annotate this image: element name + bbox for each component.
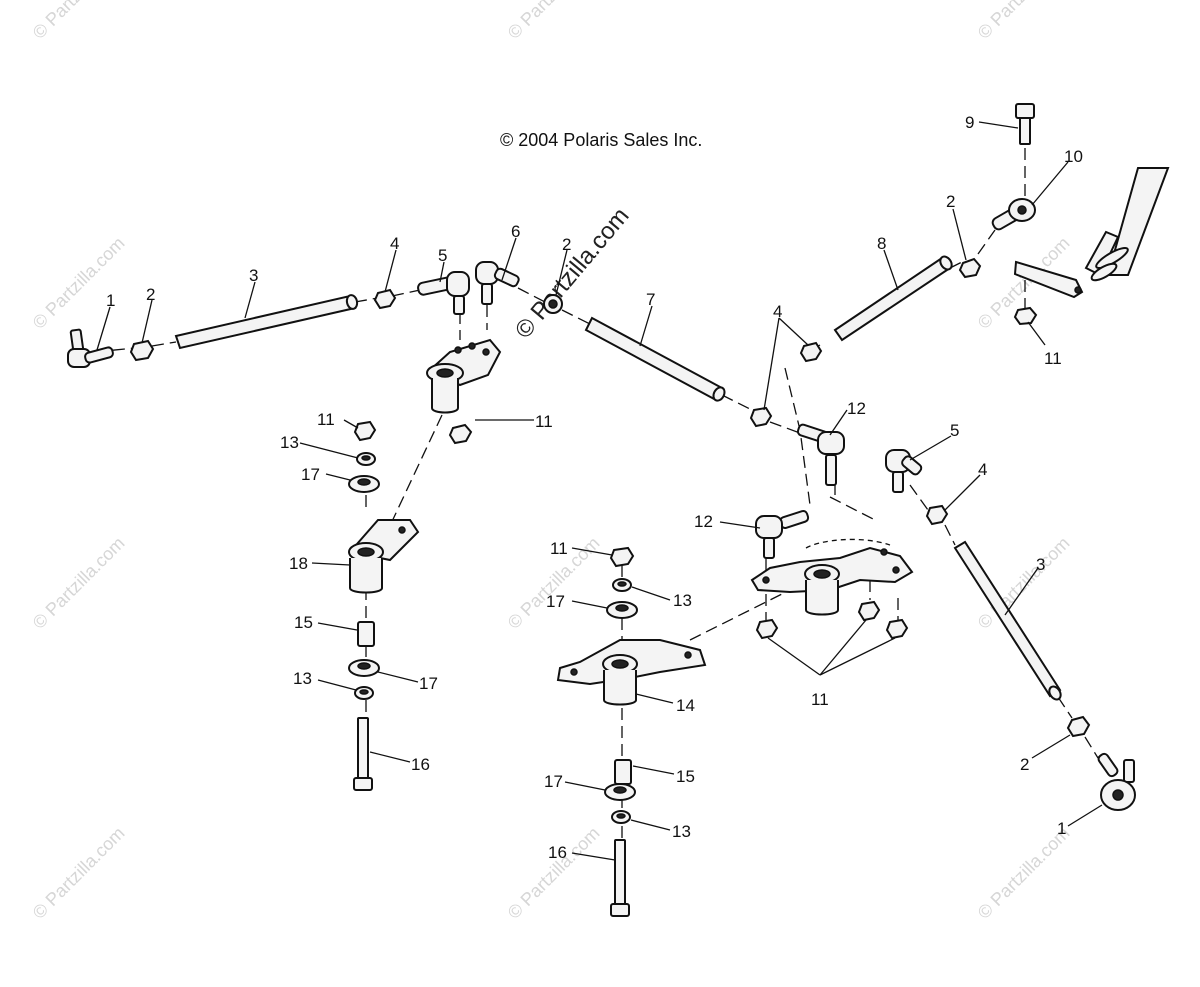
callout-1: 1 xyxy=(1057,819,1066,838)
callout-15: 15 xyxy=(676,767,695,786)
copyright-text: © 2004 Polaris Sales Inc. xyxy=(500,130,702,150)
jam-nut-center xyxy=(543,294,563,314)
callout-11: 11 xyxy=(535,412,553,431)
callout-17: 17 xyxy=(544,772,563,791)
callout-7: 7 xyxy=(646,290,655,309)
callout-18: 18 xyxy=(289,554,308,573)
tie-rod-end-center-left xyxy=(417,271,470,315)
callout-5: 5 xyxy=(438,246,447,265)
callout-2: 2 xyxy=(1020,755,1029,774)
center-tube xyxy=(584,316,726,402)
bell-crank-right xyxy=(750,546,914,616)
washer-13-left-top xyxy=(356,452,376,466)
nuts-11-right-crank xyxy=(755,600,909,640)
callout-17: 17 xyxy=(419,674,438,693)
callout-9: 9 xyxy=(965,113,974,132)
tie-rod-tube-right xyxy=(953,540,1062,701)
callout-4: 4 xyxy=(773,302,782,321)
callout-5: 5 xyxy=(950,421,959,440)
tie-rod-end-12-upper xyxy=(796,423,845,486)
jam-nut-center-right xyxy=(749,406,773,428)
jam-nut-right-upper xyxy=(799,341,823,363)
nut-11-right xyxy=(1013,306,1038,326)
callout-2: 2 xyxy=(562,235,571,254)
callout-13: 13 xyxy=(293,669,312,688)
washer-13-left-bottom xyxy=(354,686,374,700)
spacer-17-left-top xyxy=(348,475,380,493)
callout-11: 11 xyxy=(317,410,335,429)
watermark-tile: © Partzilla.com xyxy=(29,233,129,333)
callout-13: 13 xyxy=(672,822,691,841)
assembly-lines xyxy=(94,148,1099,840)
callout-4: 4 xyxy=(978,460,987,479)
callout-16: 16 xyxy=(411,755,430,774)
callout-17: 17 xyxy=(301,465,320,484)
pitman-arm xyxy=(1013,260,1084,299)
tie-rod-end-6 xyxy=(475,261,520,305)
tie-rod-end-1-right xyxy=(1097,752,1136,811)
bushing-15-left xyxy=(357,621,375,647)
tie-rod-end-5-right xyxy=(885,449,923,493)
callout-2: 2 xyxy=(146,285,155,304)
bolt-16-left xyxy=(353,717,373,791)
callout-13: 13 xyxy=(673,591,692,610)
tie-rod-end-10 xyxy=(991,198,1036,231)
tie-rod-tube-left xyxy=(174,294,359,350)
callout-15: 15 xyxy=(294,613,313,632)
tie-rod-tube-8 xyxy=(833,255,953,342)
callout-11: 11 xyxy=(1044,349,1062,368)
bolt-9 xyxy=(1015,103,1035,145)
callout-6: 6 xyxy=(511,222,520,241)
jam-nut-center-left xyxy=(373,288,397,310)
callout-11: 11 xyxy=(811,690,829,709)
watermark-center: © Partzilla.com xyxy=(510,203,635,344)
bushing-15-center xyxy=(614,759,632,785)
idler-arm-18 xyxy=(348,519,420,594)
jam-nut-left xyxy=(129,339,155,362)
callout-10: 10 xyxy=(1064,147,1083,166)
nut-11-left-stack xyxy=(353,420,377,442)
callout-1: 1 xyxy=(106,291,115,310)
callout-11: 11 xyxy=(550,539,568,558)
watermark-tile: © Partzilla.com xyxy=(29,533,129,633)
callout-3: 3 xyxy=(249,266,258,285)
callout-3: 3 xyxy=(1036,555,1045,574)
tie-rod-end-left xyxy=(67,328,114,368)
callout-labels: 1 2 3 4 5 6 2 7 4 8 2 9 10 11 11 11 13 1… xyxy=(106,113,1083,862)
nut-11-upper-left xyxy=(448,423,473,445)
callout-12: 12 xyxy=(694,512,713,531)
bracket-14 xyxy=(556,639,707,706)
callout-13: 13 xyxy=(280,433,299,452)
watermark-tile: © Partzilla.com xyxy=(29,823,129,923)
jam-nut-4-right xyxy=(925,504,949,526)
spacer-17-center-top xyxy=(606,601,638,619)
watermark-tile: © Partzilla.com xyxy=(29,0,129,43)
spacer-17-center-bottom xyxy=(604,783,636,801)
bell-crank-upper-left xyxy=(426,338,502,414)
leader-lines xyxy=(96,121,1103,861)
watermark-tile: © Partzilla.com xyxy=(504,0,604,43)
tie-rod-end-12-lower xyxy=(755,509,810,559)
callout-17: 17 xyxy=(546,592,565,611)
jam-nut-2-upper-right xyxy=(958,257,982,279)
bolt-16-center xyxy=(610,839,630,917)
spacer-17-left-bottom xyxy=(348,659,380,677)
callout-16: 16 xyxy=(548,843,567,862)
nut-11-center-stack xyxy=(609,546,635,568)
watermark-tile: © Partzilla.com xyxy=(504,823,604,923)
watermark-tile: © Partzilla.com xyxy=(974,0,1074,43)
callout-4: 4 xyxy=(390,234,399,253)
callout-12: 12 xyxy=(847,399,866,418)
steering-post xyxy=(1084,167,1170,282)
callout-14: 14 xyxy=(676,696,695,715)
washer-13-center-top xyxy=(612,578,632,592)
jam-nut-2-lower-right xyxy=(1066,715,1091,738)
washer-13-center-bottom xyxy=(611,810,631,824)
callout-2: 2 xyxy=(946,192,955,211)
callout-8: 8 xyxy=(877,234,886,253)
